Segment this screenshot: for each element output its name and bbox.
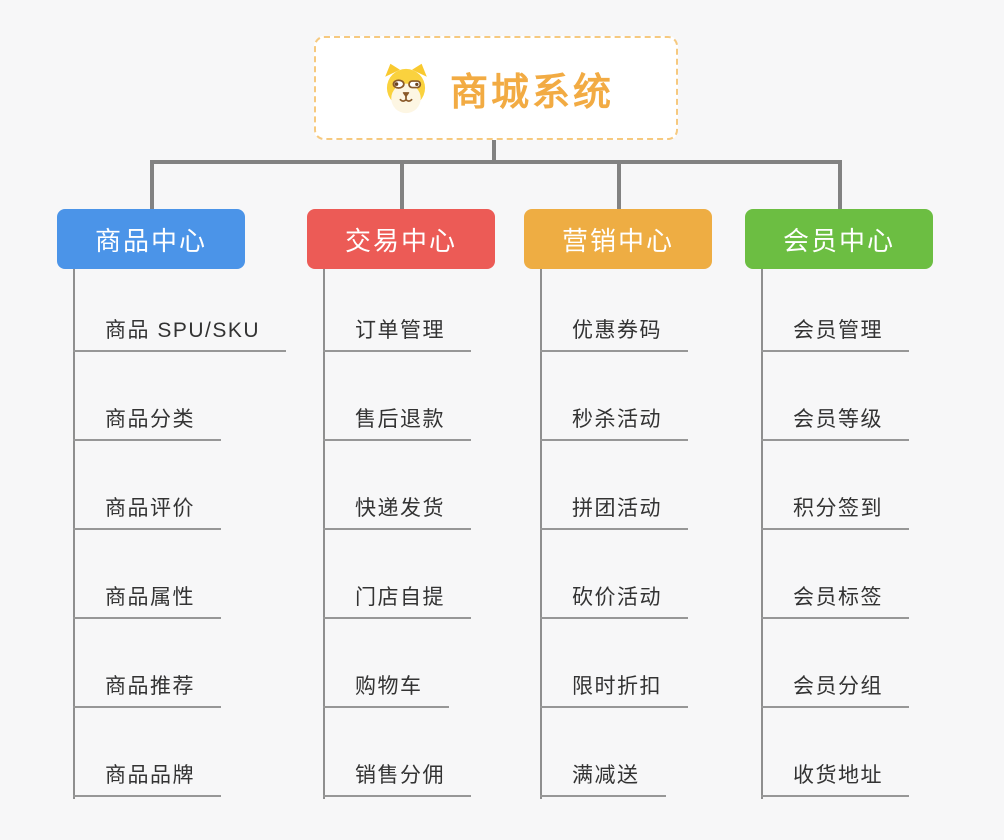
leaf-node[interactable]: 购物车 <box>323 670 449 708</box>
leaf-node[interactable]: 满减送 <box>540 759 666 797</box>
branch-node-product[interactable]: 商品中心 <box>57 209 245 269</box>
connector-root-stub <box>492 140 496 163</box>
branch-column-trade: 交易中心 订单管理 售后退款 快递发货 门店自提 购物车 销售分佣 <box>307 209 495 809</box>
leaf-node[interactable]: 收货地址 <box>761 759 909 797</box>
branch-node-trade[interactable]: 交易中心 <box>307 209 495 269</box>
connector-branch-stub <box>150 160 154 209</box>
connector-branch-stub <box>838 160 842 209</box>
connector-trunk <box>323 269 325 799</box>
leaf-node[interactable]: 砍价活动 <box>540 581 688 619</box>
connector-horizontal <box>150 160 842 164</box>
leaf-node[interactable]: 商品属性 <box>73 581 221 619</box>
dog-face-icon <box>385 63 427 114</box>
leaf-node[interactable]: 积分签到 <box>761 492 909 530</box>
leaf-node[interactable]: 秒杀活动 <box>540 403 688 441</box>
connector-trunk <box>73 269 75 799</box>
leaf-node[interactable]: 商品品牌 <box>73 759 221 797</box>
leaf-node[interactable]: 优惠券码 <box>540 314 688 352</box>
root-title: 商城系统 <box>449 71 614 114</box>
connector-branch-stub <box>400 160 404 209</box>
leaf-node[interactable]: 商品评价 <box>73 492 221 530</box>
leaf-node[interactable]: 销售分佣 <box>323 759 471 797</box>
leaf-node[interactable]: 订单管理 <box>323 314 471 352</box>
branch-column-product: 商品中心 商品 SPU/SKU 商品分类 商品评价 商品属性 商品推荐 商品品牌 <box>57 209 287 809</box>
root-node[interactable]: 商城系统 <box>314 36 678 140</box>
connector-branch-stub <box>617 160 621 209</box>
leaf-node[interactable]: 限时折扣 <box>540 670 688 708</box>
leaf-node[interactable]: 快递发货 <box>323 492 471 530</box>
connector-trunk <box>761 269 763 799</box>
leaf-node[interactable]: 会员标签 <box>761 581 909 619</box>
leaf-node[interactable]: 会员等级 <box>761 403 909 441</box>
leaf-node[interactable]: 商品分类 <box>73 403 221 441</box>
leaf-node[interactable]: 会员管理 <box>761 314 909 352</box>
leaf-node[interactable]: 门店自提 <box>323 581 471 619</box>
branch-node-member[interactable]: 会员中心 <box>745 209 933 269</box>
leaf-node[interactable]: 商品 SPU/SKU <box>73 314 287 352</box>
branch-node-marketing[interactable]: 营销中心 <box>524 209 712 269</box>
leaf-node[interactable]: 售后退款 <box>323 403 471 441</box>
leaf-node[interactable]: 会员分组 <box>761 670 909 708</box>
branch-column-marketing: 营销中心 优惠券码 秒杀活动 拼团活动 砍价活动 限时折扣 满减送 <box>524 209 712 809</box>
connector-trunk <box>540 269 542 799</box>
leaf-node[interactable]: 商品推荐 <box>73 670 221 708</box>
branch-column-member: 会员中心 会员管理 会员等级 积分签到 会员标签 会员分组 收货地址 <box>745 209 933 809</box>
leaf-node[interactable]: 拼团活动 <box>540 492 688 530</box>
